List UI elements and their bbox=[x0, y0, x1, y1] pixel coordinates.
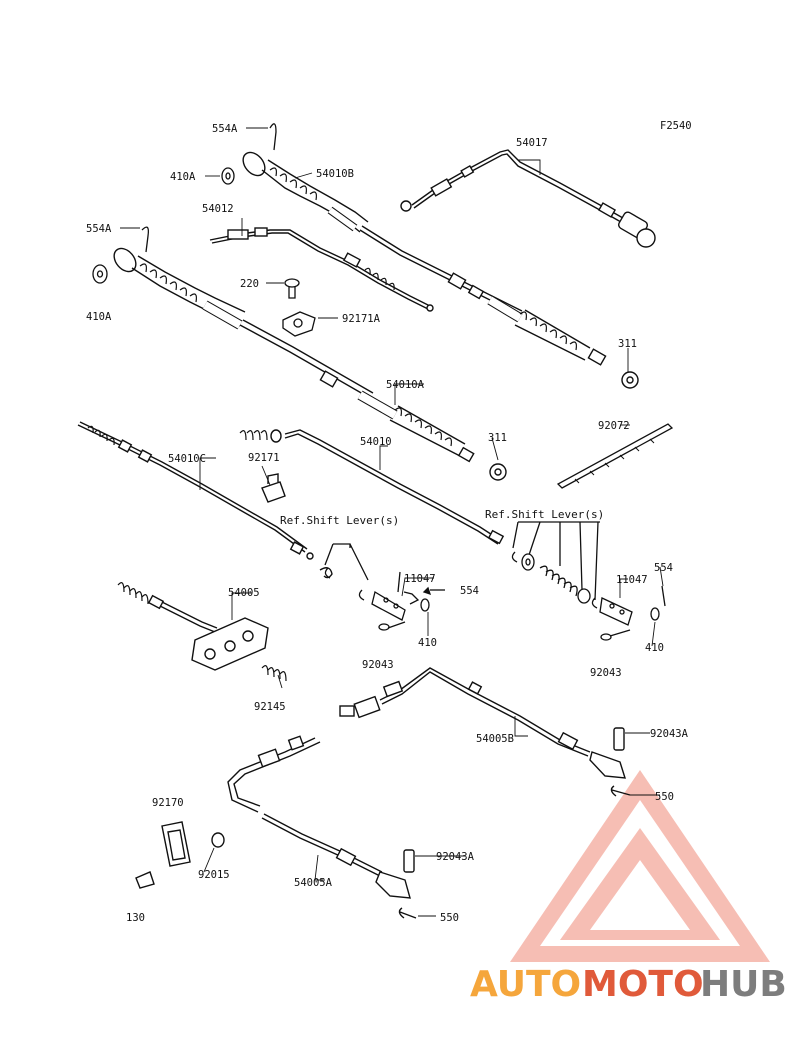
label-54005A: 54005A bbox=[294, 877, 333, 889]
label-54010A: 54010A bbox=[386, 379, 425, 391]
figure-code: F2540 bbox=[660, 120, 692, 132]
label-54010: 54010 bbox=[360, 436, 392, 448]
label-410-left: 410 bbox=[418, 637, 437, 649]
shift-lever-parts-left bbox=[324, 543, 445, 631]
label-92171: 92171 bbox=[248, 452, 280, 464]
watermark-hub: HUB bbox=[700, 964, 787, 1005]
cable-54010A bbox=[113, 247, 507, 481]
label-92043A-top: 92043A bbox=[650, 728, 689, 740]
ref-shift-lever-right: Ref.Shift Lever(s) bbox=[485, 508, 604, 521]
label-311-mid: 311 bbox=[488, 432, 507, 444]
label-220: 220 bbox=[240, 278, 259, 290]
hardware-upper bbox=[92, 123, 674, 489]
cable-54005 bbox=[117, 582, 287, 682]
watermark-moto: MOTO bbox=[582, 964, 704, 1005]
label-554A-top: 554A bbox=[212, 123, 238, 135]
label-92015: 92015 bbox=[198, 869, 230, 881]
watermark-text: AUTO MOTO HUB bbox=[470, 964, 787, 1005]
shift-lever-parts-right bbox=[511, 521, 666, 641]
label-54010B: 54010B bbox=[316, 168, 354, 180]
label-54005: 54005 bbox=[228, 587, 260, 599]
clip-parts bbox=[135, 821, 225, 889]
label-410-right: 410 bbox=[645, 642, 664, 654]
label-54010C: 54010C bbox=[168, 453, 206, 465]
ref-shift-lever-left: Ref.Shift Lever(s) bbox=[280, 514, 399, 527]
label-92043A-bottom: 92043A bbox=[436, 851, 475, 863]
watermark-auto: AUTO bbox=[470, 964, 581, 1005]
label-550-top: 550 bbox=[655, 791, 674, 803]
label-130: 130 bbox=[126, 912, 145, 924]
label-92043-right: 92043 bbox=[590, 667, 622, 679]
label-92145: 92145 bbox=[254, 701, 286, 713]
label-92171A: 92171A bbox=[342, 313, 381, 325]
label-410A-top: 410A bbox=[170, 171, 196, 183]
cable-54005B bbox=[339, 667, 631, 797]
label-554A-left: 554A bbox=[86, 223, 112, 235]
label-11047-right: 11047 bbox=[616, 574, 648, 586]
label-54005B: 54005B bbox=[476, 733, 514, 745]
label-550-bottom: 550 bbox=[440, 912, 459, 924]
part-labels: F2540 554A 410A 54010B 54017 54012 554A … bbox=[86, 120, 692, 924]
label-54012: 54012 bbox=[202, 203, 234, 215]
cable-54017 bbox=[400, 149, 656, 248]
label-311-top: 311 bbox=[618, 338, 637, 350]
label-410A-left: 410A bbox=[86, 311, 112, 323]
label-554-right: 554 bbox=[654, 562, 673, 574]
watermark-logo bbox=[510, 770, 770, 962]
cable-54010C bbox=[77, 421, 333, 579]
label-54017: 54017 bbox=[516, 137, 548, 149]
cable-54010B bbox=[242, 151, 639, 389]
cable-54012 bbox=[209, 227, 434, 312]
cable-54010 bbox=[239, 429, 505, 545]
leader-lines bbox=[120, 127, 664, 917]
label-92043-left: 92043 bbox=[362, 659, 394, 671]
label-92170: 92170 bbox=[152, 797, 184, 809]
cable-54005A bbox=[227, 735, 417, 919]
label-11047-left: 11047 bbox=[404, 573, 436, 585]
label-92072: 92072 bbox=[598, 420, 630, 432]
label-554-left: 554 bbox=[460, 585, 479, 597]
